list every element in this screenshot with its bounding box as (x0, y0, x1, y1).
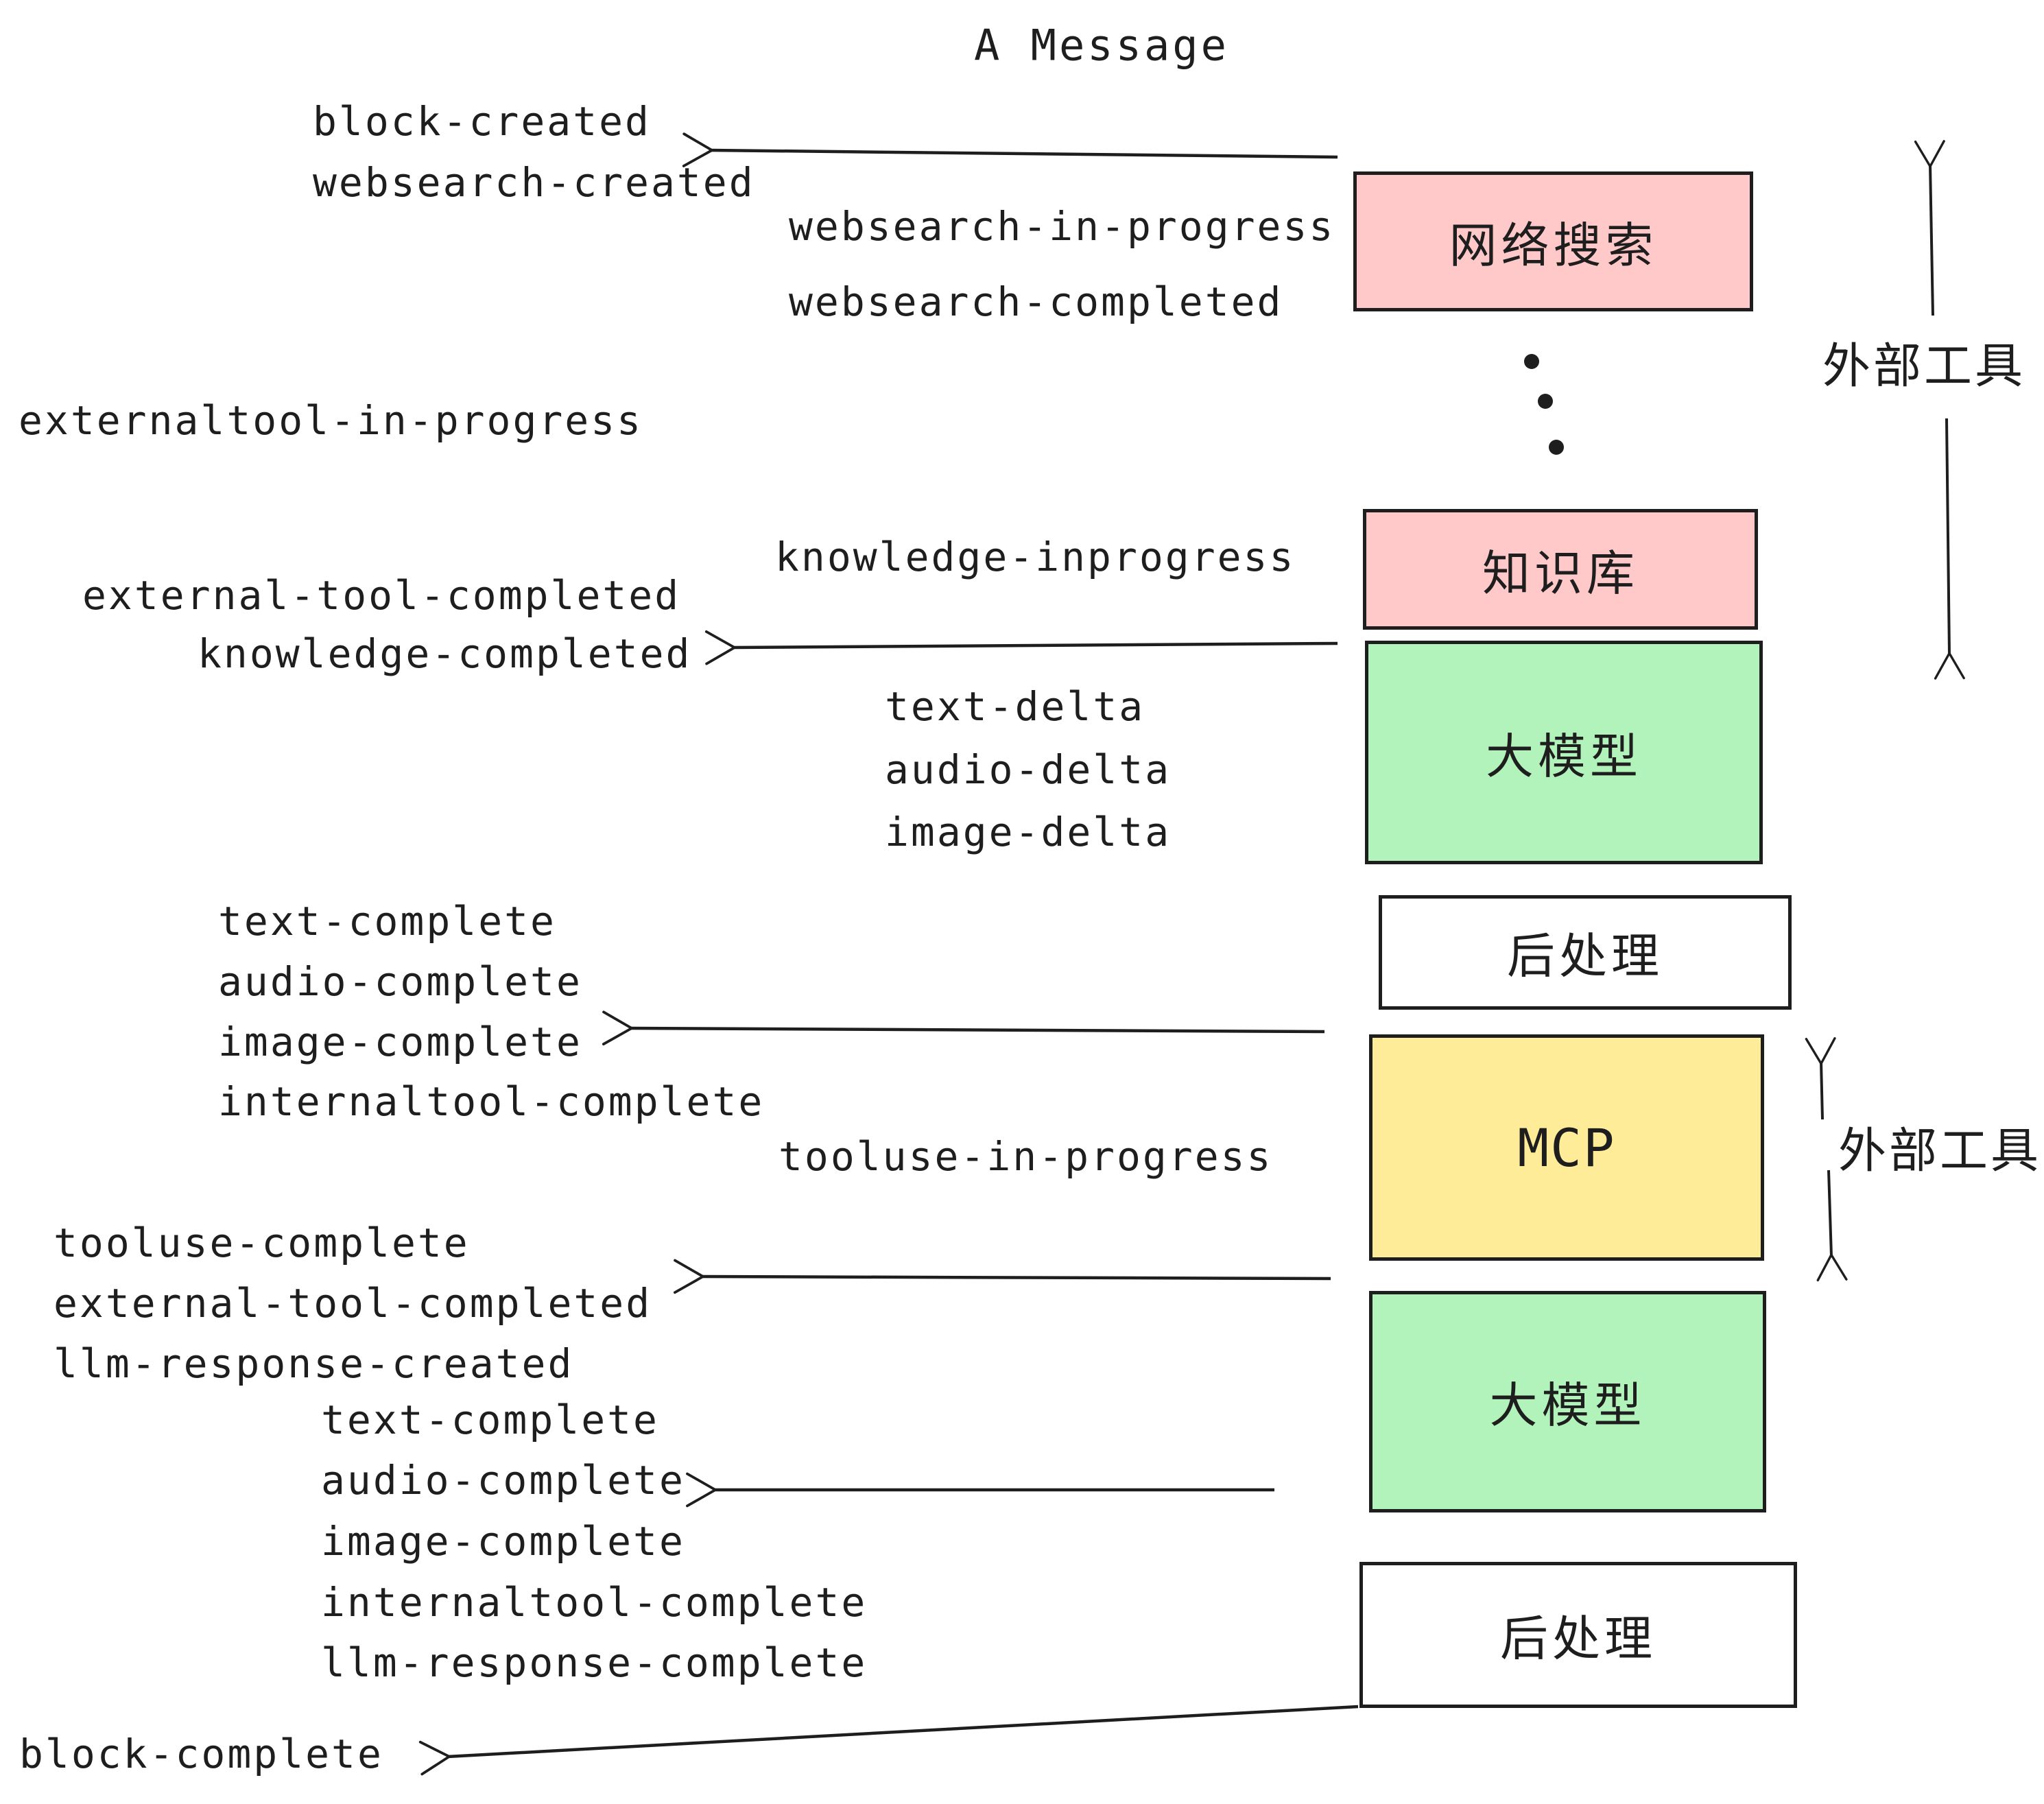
event-knowledge-completed: knowledge-completed (198, 630, 692, 677)
event-external-tool-completed: external-tool-completed (82, 572, 681, 619)
event-image-delta: image-delta (885, 809, 1172, 855)
event-text-delta: text-delta (885, 683, 1145, 730)
event-tooluse-complete: tooluse-complete (54, 1220, 470, 1266)
arrow-block-complete (418, 1705, 1359, 1776)
event-block-complete: block-complete (19, 1731, 383, 1777)
arrow-external-down-2 (1816, 1170, 1848, 1282)
event-internaltool-complete-2: internaltool-complete (321, 1579, 868, 1626)
event-text-complete-2: text-complete (321, 1397, 659, 1443)
box-postprocess-2-label: 后处理 (1500, 1611, 1656, 1667)
box-postprocess-1: 后处理 (1379, 895, 1792, 1010)
event-llm-response-created: llm-response-created (54, 1340, 574, 1387)
event-websearch-in-progress: websearch-in-progress (789, 203, 1335, 250)
box-mcp-label: MCP (1517, 1117, 1616, 1178)
box-postprocess-2: 后处理 (1359, 1562, 1797, 1708)
arrow-tooluse-complete (673, 1259, 1331, 1294)
box-llm-2-label: 大模型 (1489, 1377, 1646, 1434)
arrow-external-up-1 (1914, 140, 1945, 316)
arrow-internal-complete (602, 1010, 1325, 1046)
ellipsis-dot (1524, 354, 1539, 369)
side-label-external-tools-1: 外部工具 (1822, 337, 2025, 394)
event-llm-response-complete: llm-response-complete (321, 1639, 868, 1686)
box-websearch-label: 网络搜索 (1449, 217, 1658, 274)
event-external-tool-completed-2: external-tool-completed (54, 1280, 652, 1327)
arrow-knowledge-completed (704, 630, 1338, 665)
event-tooluse-in-progress: tooluse-in-progress (779, 1133, 1273, 1180)
box-llm-1: 大模型 (1365, 641, 1763, 864)
side-label-external-tools-2: 外部工具 (1838, 1122, 2041, 1179)
event-image-complete-2: image-complete (321, 1518, 685, 1565)
event-internaltool-complete: internaltool-complete (218, 1078, 765, 1125)
box-llm-2: 大模型 (1369, 1291, 1766, 1512)
arrow-external-up-2 (1805, 1037, 1836, 1120)
box-postprocess-1-label: 后处理 (1507, 928, 1663, 984)
page-title: A Message (974, 20, 1229, 71)
ellipsis-dot (1549, 440, 1564, 455)
box-knowledge-label: 知识库 (1482, 545, 1639, 602)
event-websearch-completed: websearch-completed (789, 278, 1283, 325)
event-block-created: block-created (313, 98, 651, 145)
box-knowledge: 知识库 (1363, 509, 1758, 630)
ellipsis-dot (1538, 394, 1553, 409)
event-externaltool-in-progress: externaltool-in-progress (19, 397, 643, 444)
event-websearch-created: websearch-created (313, 159, 755, 206)
event-audio-complete: audio-complete (218, 958, 582, 1005)
event-audio-delta: audio-delta (885, 746, 1172, 793)
arrow-websearch-created (682, 132, 1338, 167)
box-llm-1-label: 大模型 (1486, 728, 1642, 785)
event-audio-complete-2: audio-complete (321, 1457, 685, 1504)
event-image-complete: image-complete (218, 1019, 582, 1065)
event-knowledge-inprogress: knowledge-inprogress (775, 534, 1296, 580)
arrow-external-down-1 (1934, 418, 1965, 680)
box-websearch: 网络搜索 (1353, 171, 1753, 311)
box-mcp: MCP (1369, 1034, 1764, 1261)
event-text-complete: text-complete (218, 898, 556, 945)
